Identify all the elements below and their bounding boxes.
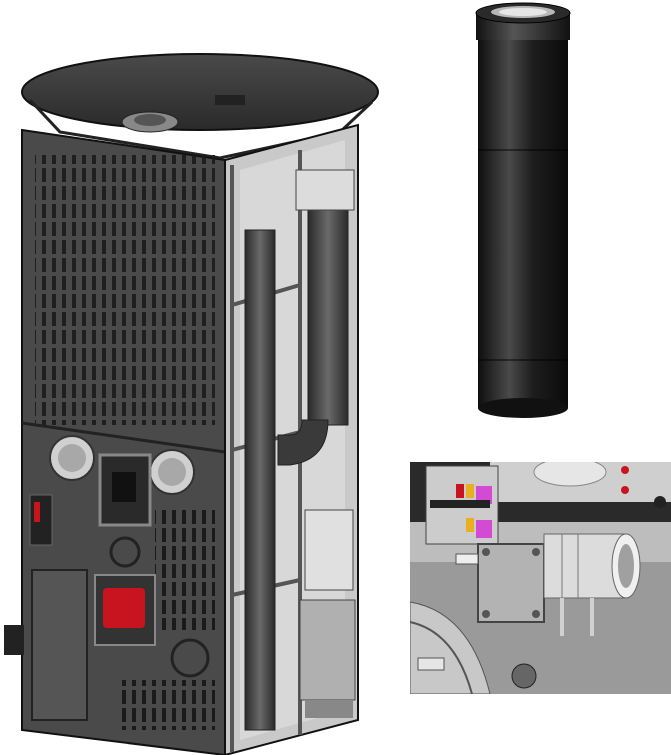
flue-pipe-icon [475,2,571,418]
pellet-stove-cutaway-icon [4,53,379,755]
stove-cutaway-image [0,40,390,755]
component-detail-image [410,462,671,694]
component-closeup-icon [410,462,671,694]
flue-pipe-image [462,0,582,420]
